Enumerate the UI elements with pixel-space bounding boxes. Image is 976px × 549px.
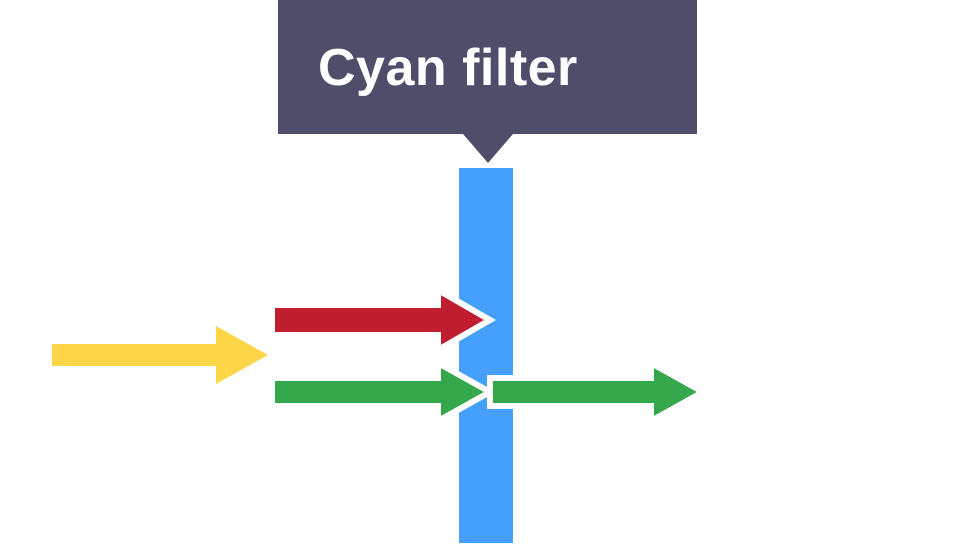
callout-shape bbox=[278, 0, 697, 163]
arrow-green-transmitted bbox=[487, 357, 710, 427]
callout-box: Cyan filter bbox=[278, 0, 697, 163]
arrow-red-blocked bbox=[269, 284, 497, 356]
callout-label: Cyan filter bbox=[318, 39, 578, 97]
yellow-arrow-shape bbox=[52, 326, 268, 384]
cyan-filter-bar bbox=[459, 168, 513, 543]
red-arrow-shape bbox=[269, 284, 497, 356]
arrow-green-incoming bbox=[269, 357, 497, 427]
arrow-incoming-yellow bbox=[52, 326, 268, 384]
green-incoming-arrow-shape bbox=[269, 357, 497, 427]
green-transmitted-arrow-shape bbox=[487, 357, 710, 427]
